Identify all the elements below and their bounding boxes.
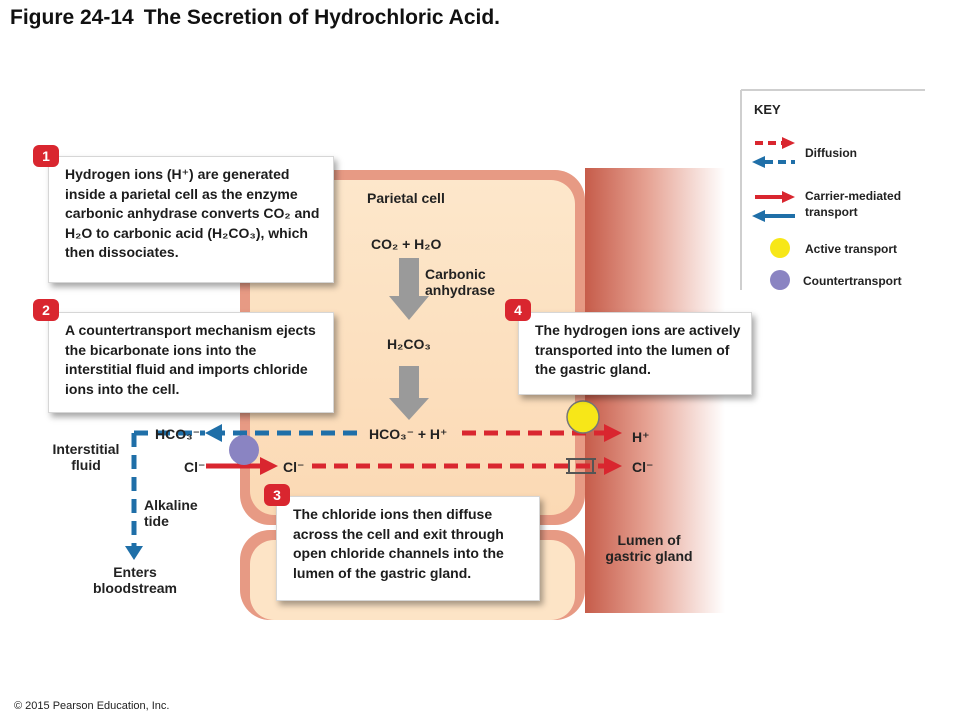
interstitial-fluid-label: Interstitial fluid	[52, 441, 120, 473]
chloride-diffusion-arrowhead	[604, 457, 622, 475]
key-active-transport-label: Active transport	[805, 242, 898, 256]
countertransport-exchanger	[229, 435, 259, 465]
key-active-transport-symbol	[770, 238, 790, 258]
chloride-channel	[566, 458, 596, 474]
hydrogen-arrowhead	[604, 424, 622, 442]
key-title: KEY	[754, 102, 781, 117]
h2co3-label: H₂CO₃	[387, 336, 431, 352]
chloride-lumen-label: Cl⁻	[632, 459, 654, 475]
step-4-text: The hydrogen ions are actively transport…	[535, 322, 741, 377]
key-countertransport-label: Countertransport	[803, 274, 902, 288]
bicarbonate-arrowhead	[205, 424, 222, 442]
step-2-text: A countertransport mechanism ejects the …	[65, 322, 316, 397]
alkaline-tide-label: Alkaline tide	[144, 497, 198, 529]
chloride-outer-label: Cl⁻	[184, 459, 206, 475]
step-2-badge: 2	[33, 299, 59, 321]
step-4-callout: The hydrogen ions are actively transport…	[518, 312, 752, 395]
step-1-callout: Hydrogen ions (H⁺) are generated inside …	[48, 156, 334, 283]
hco3-h-label: HCO₃⁻ + H⁺	[369, 426, 448, 442]
carbonic-anhydrase-label: Carbonic anhydrase	[425, 266, 496, 298]
key-box	[740, 89, 925, 290]
step-3-badge: 3	[264, 484, 290, 506]
reaction-arrow-1	[389, 258, 429, 320]
parietal-cell-label: Parietal cell	[367, 190, 445, 206]
hco3-interstitial-label: HCO₃⁻	[155, 426, 200, 442]
key-carrier-label: Carrier-mediated transport	[805, 189, 902, 219]
enters-bloodstream-label: Enters bloodstream	[92, 564, 177, 596]
hydrogen-lumen-label: H⁺	[632, 429, 650, 445]
chloride-import-arrowhead	[260, 457, 278, 475]
step-3-callout: The chloride ions then diffuse across th…	[276, 496, 540, 601]
active-transport-pump	[566, 400, 600, 434]
figure-title: Figure 24-14 The Secretion of Hydrochlori…	[10, 6, 500, 30]
reaction-arrow-2	[389, 366, 429, 420]
figure-number: Figure 24-14	[10, 6, 134, 29]
step-1-text: Hydrogen ions (H⁺) are generated inside …	[65, 166, 320, 260]
step-1-badge: 1	[33, 145, 59, 167]
key-diffusion-label: Diffusion	[805, 146, 857, 160]
lumen-label: Lumen of gastric gland	[605, 532, 693, 564]
co2-h2o-label: CO₂ + H₂O	[371, 236, 442, 252]
alkaline-tide-arrowhead	[125, 546, 143, 560]
step-3-text: The chloride ions then diffuse across th…	[293, 506, 504, 581]
copyright-notice: © 2015 Pearson Education, Inc.	[14, 700, 170, 712]
chloride-inner-label: Cl⁻	[283, 459, 305, 475]
key-countertransport-symbol	[770, 270, 790, 290]
figure-title-text: The Secretion of Hydrochloric Acid.	[143, 6, 501, 29]
step-4-badge: 4	[505, 299, 531, 321]
step-2-callout: A countertransport mechanism ejects the …	[48, 312, 334, 413]
